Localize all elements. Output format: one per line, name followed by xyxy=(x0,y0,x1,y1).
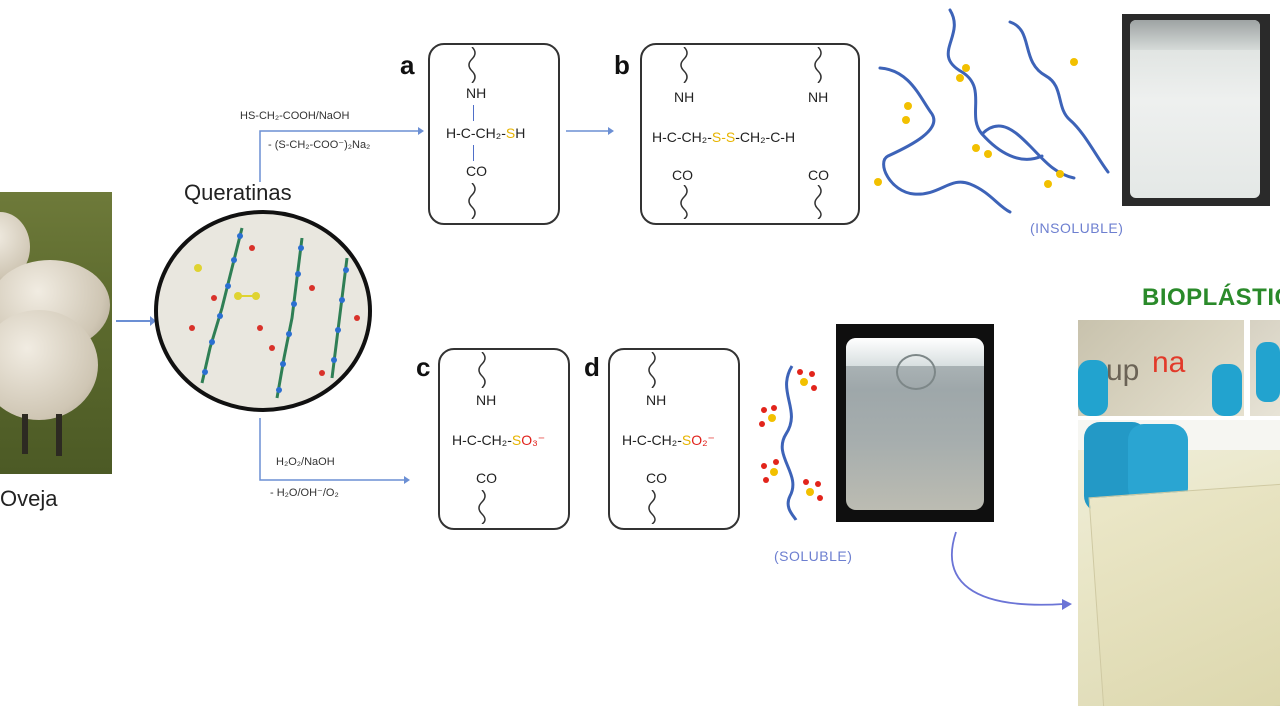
bioplastic-sample-photo: up na xyxy=(1078,320,1244,416)
chain-squiggle-top-right xyxy=(814,47,822,83)
chain-squiggle-bottom xyxy=(468,183,476,219)
panel-d-letter: d xyxy=(584,352,600,382)
panel-a-co: CO xyxy=(466,163,487,179)
panel-b-nh-left: NH xyxy=(674,89,695,105)
chain-squiggle-bottom xyxy=(478,490,486,524)
arrow-keratin-to-c xyxy=(259,418,410,484)
chain-squiggle-bottom-right xyxy=(814,185,822,219)
panel-c-co: CO xyxy=(476,470,497,486)
top-reagent-1: HS-CH₂-COOH/NaOH xyxy=(240,110,350,122)
soluble-jar-photo xyxy=(836,324,994,522)
bioplastic-sample-photo-2 xyxy=(1250,320,1280,416)
panel-b-co-right: CO xyxy=(808,167,829,183)
panel-b-nh-right: NH xyxy=(808,89,829,105)
chain-squiggle-bottom-left xyxy=(680,185,688,219)
keratin-structure-diagram xyxy=(154,210,372,412)
panel-c-formula: H-C-CH₂-SO₃⁻ xyxy=(452,432,546,448)
chain-squiggle-top xyxy=(648,352,656,388)
logo-up-text: up xyxy=(1106,354,1140,387)
chain-squiggle-top xyxy=(478,352,486,388)
top-reagent-2: - (S-CH₂-COO⁻)₂Na₂ xyxy=(268,139,371,151)
panel-d-co: CO xyxy=(646,470,667,486)
keratin-label: Queratinas xyxy=(184,180,292,205)
bottom-reagent-2: - H₂O/OH⁻/O₂ xyxy=(270,487,339,499)
panel-b-box: NH NH H-C-CH₂-S-S-CH₂-C-H CO CO xyxy=(640,43,860,225)
soluble-chain-diagram xyxy=(759,365,823,521)
bottom-reagent-1: H₂O₂/NaOH xyxy=(276,456,335,468)
panel-a-formula: H-C-CH₂-SH xyxy=(446,125,526,141)
curved-arrow-to-bioplastic xyxy=(951,531,1072,610)
arrow-a-to-b xyxy=(566,127,614,135)
panel-b-co-left: CO xyxy=(672,167,693,183)
panel-c-box: NH H-C-CH₂-SO₃⁻ CO xyxy=(438,348,570,530)
bioplastic-film-photo xyxy=(1078,420,1280,706)
bioplastic-title: BIOPLÁSTIC xyxy=(1142,284,1280,311)
insoluble-jar-photo xyxy=(1122,14,1270,206)
panel-c-letter: c xyxy=(416,352,431,382)
crosslinked-network-diagram xyxy=(874,8,1110,214)
sheep-label: Oveja xyxy=(0,486,58,511)
arrow-sheep-to-keratin xyxy=(116,316,156,326)
chain-squiggle-top-left xyxy=(680,47,688,83)
panel-a-letter: a xyxy=(400,50,415,80)
panel-a-box: NH H-C-CH₂-SH CO xyxy=(428,43,560,225)
panel-d-formula: H-C-CH₂-SO₂⁻ xyxy=(622,432,715,448)
panel-b-formula: H-C-CH₂-S-S-CH₂-C-H xyxy=(652,129,796,145)
panel-d-nh: NH xyxy=(646,392,667,408)
chain-squiggle-top xyxy=(468,47,476,83)
soluble-label: (SOLUBLE) xyxy=(774,548,853,564)
panel-b-letter: b xyxy=(614,50,630,80)
chain-squiggle-bottom xyxy=(648,490,656,524)
panel-d-box: NH H-C-CH₂-SO₂⁻ CO xyxy=(608,348,740,530)
sheep-photo xyxy=(0,192,112,474)
insoluble-label: (INSOLUBLE) xyxy=(1030,220,1124,236)
panel-a-nh: NH xyxy=(466,85,487,101)
panel-c-nh: NH xyxy=(476,392,497,408)
logo-na-text: na xyxy=(1152,346,1186,379)
arrow-keratin-to-a xyxy=(259,127,424,182)
